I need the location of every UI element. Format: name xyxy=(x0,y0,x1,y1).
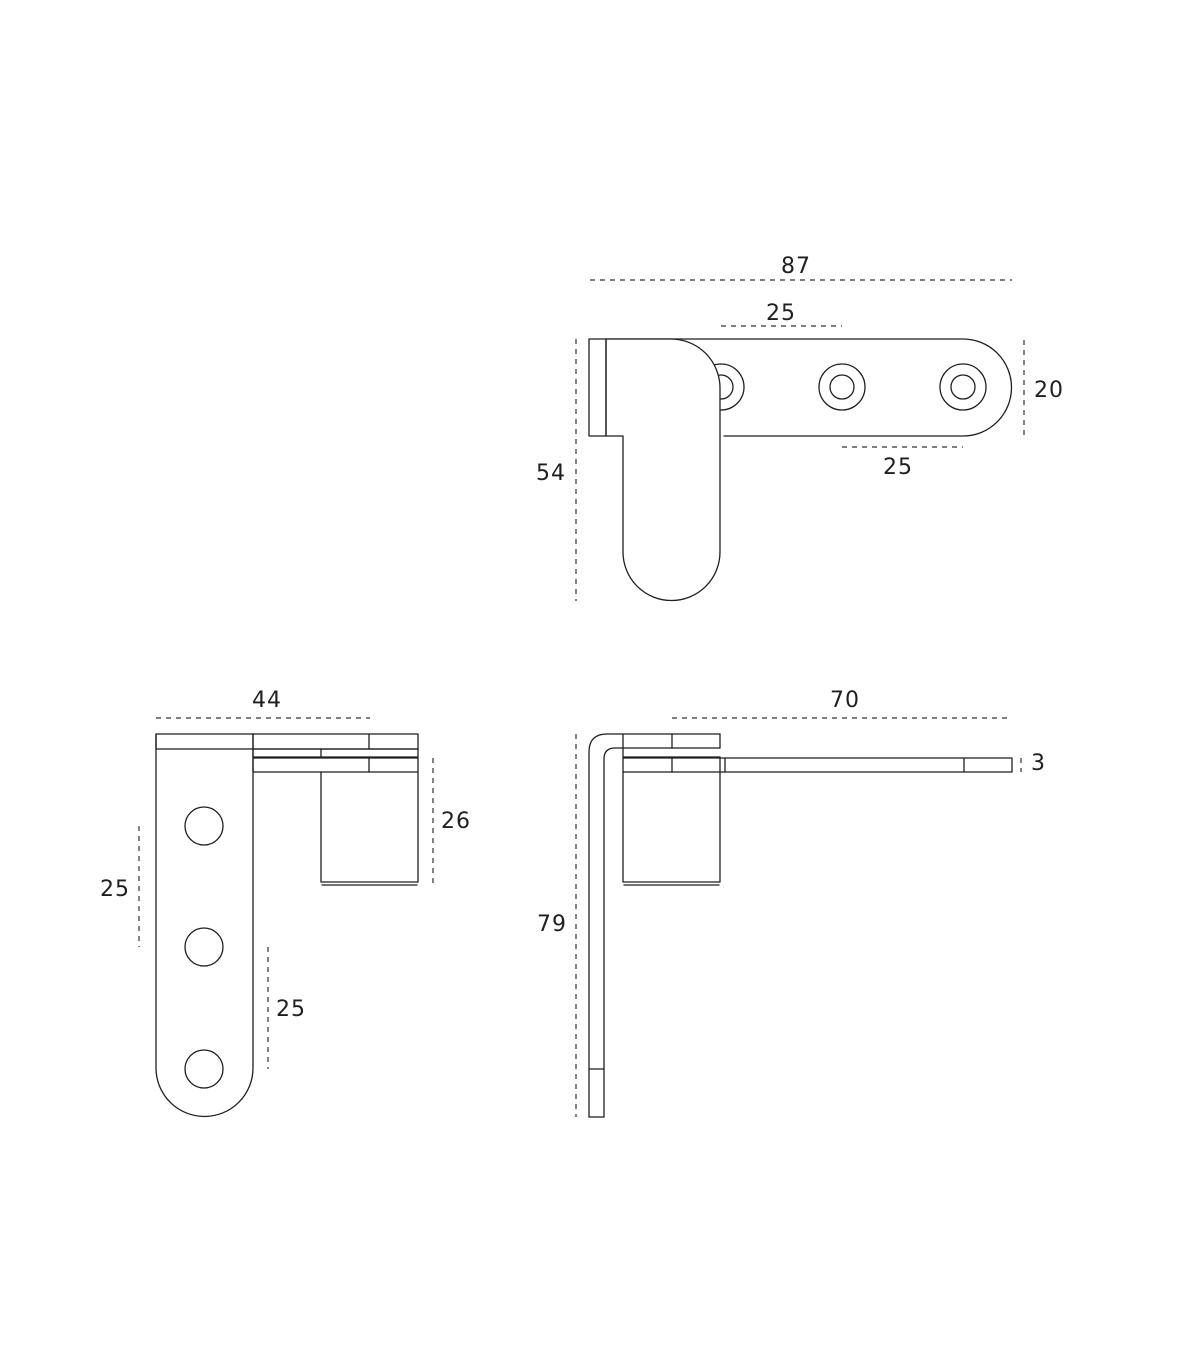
front-view: 44 26 25 25 xyxy=(100,688,471,1118)
front-view-hole-3 xyxy=(184,1049,224,1089)
side-view-leaf-outer xyxy=(588,733,721,1118)
top-view-hole-2-outer xyxy=(818,363,866,411)
side-view-dim-arm-length: 70 xyxy=(830,688,860,713)
front-view-hole-2 xyxy=(184,927,224,967)
top-view-dim-plate-height: 20 xyxy=(1034,378,1064,403)
front-view-arm-layer-1 xyxy=(252,748,419,758)
front-view-arm-layer-2 xyxy=(252,757,419,773)
side-view-arm-plate xyxy=(622,757,1013,773)
top-view-dim-total-height: 54 xyxy=(536,461,566,486)
top-view-hole-2-inner xyxy=(829,374,855,400)
front-view-hole-1 xyxy=(184,806,224,846)
front-view-top-band xyxy=(155,733,419,750)
side-view-leaf-inner xyxy=(603,747,721,1118)
top-view-hole-3-outer xyxy=(939,363,987,411)
front-view-leaf xyxy=(155,733,254,1118)
front-view-dim-width: 44 xyxy=(252,688,282,713)
front-view-dim-hole-spacing-upper: 25 xyxy=(100,877,130,902)
top-view-hole-3-inner xyxy=(950,374,976,400)
front-view-dim-hole-spacing-lower: 25 xyxy=(276,997,306,1022)
top-view-side-flange xyxy=(588,338,607,437)
top-view-dim-total-width: 87 xyxy=(781,254,811,279)
front-view-pivot-block xyxy=(320,771,419,883)
side-view-pivot-block xyxy=(622,771,721,883)
front-view-dim-pivot-height: 26 xyxy=(441,809,471,834)
top-view-plate xyxy=(605,338,1013,437)
top-view-dim-hole-spacing-bottom: 25 xyxy=(883,455,913,480)
side-view-dim-total-height: 79 xyxy=(537,912,567,937)
top-view-pivot-housing xyxy=(605,338,721,602)
top-view: 87 25 20 25 54 xyxy=(536,254,1064,602)
top-view-dim-hole-spacing-top: 25 xyxy=(766,301,796,326)
top-view-holes xyxy=(697,363,987,411)
side-view-dim-plate-thickness: 3 xyxy=(1031,751,1046,776)
side-view: 70 3 79 xyxy=(537,688,1046,1118)
